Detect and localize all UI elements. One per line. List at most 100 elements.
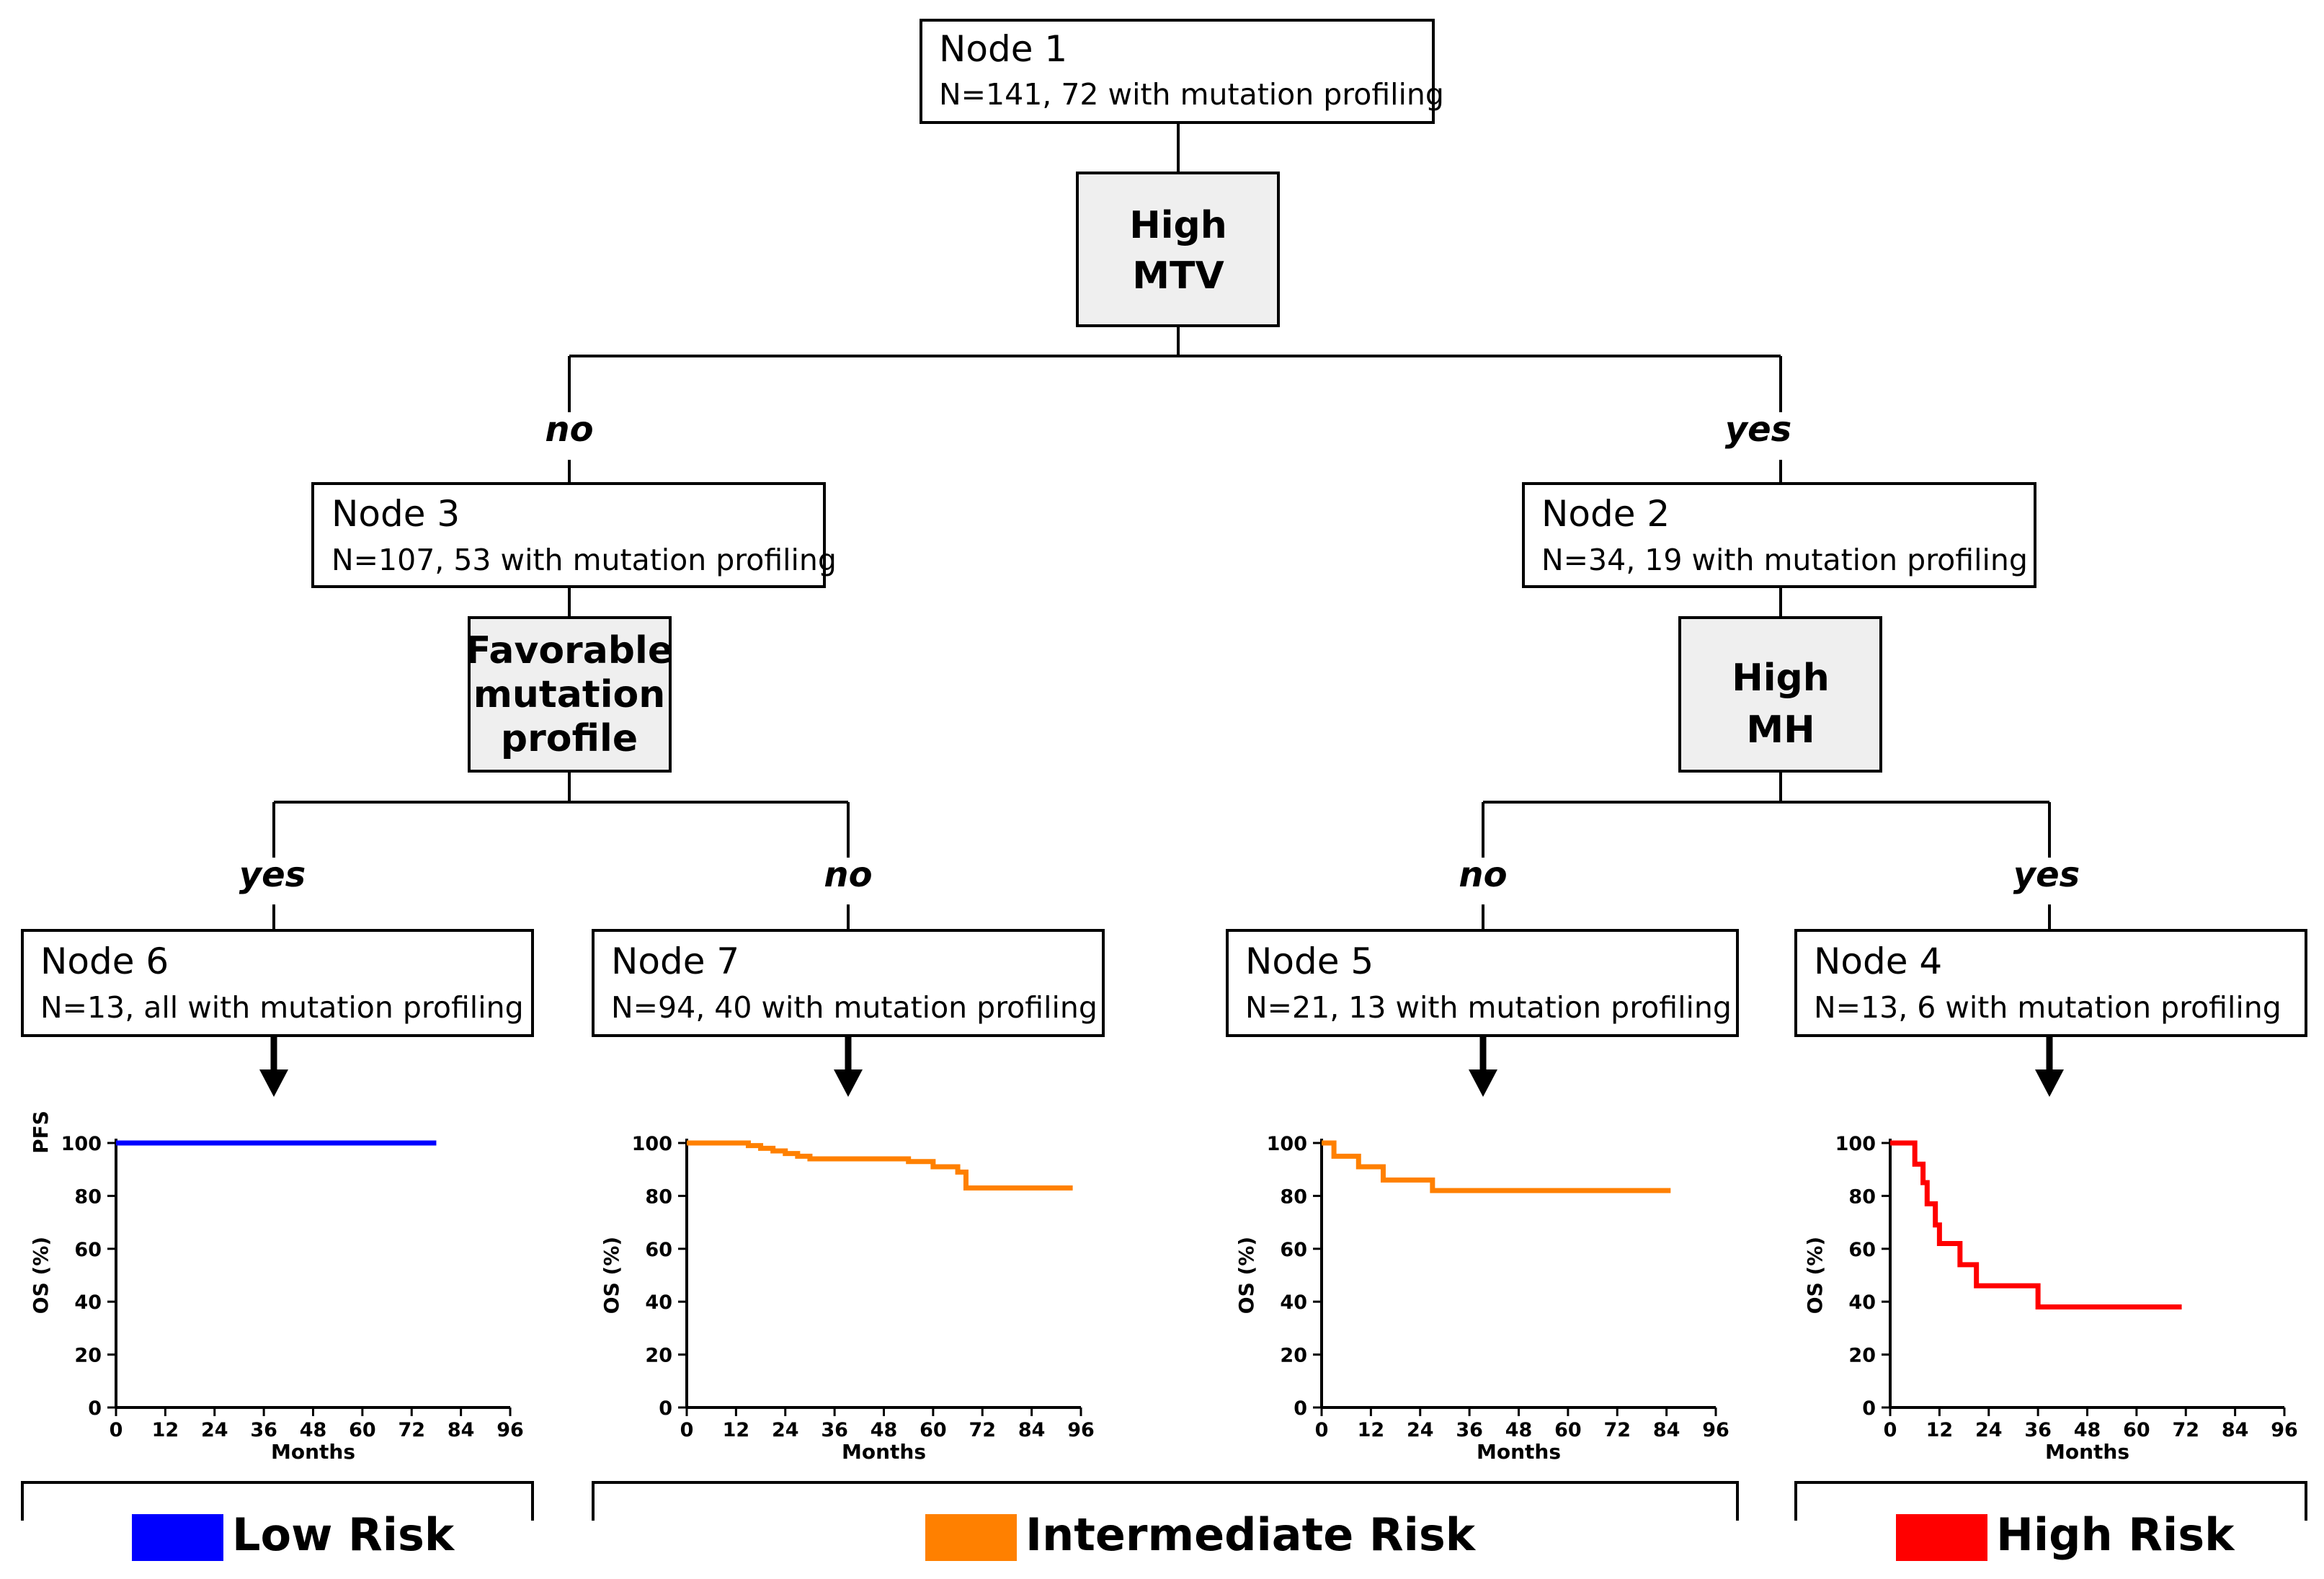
node-6: Node 6 N=13, all with mutation profiling — [21, 929, 534, 1037]
x-tick-label: 48 — [1505, 1419, 1533, 1441]
arrow-down-icon — [834, 1036, 863, 1097]
y-tick-label: 60 — [1280, 1239, 1307, 1261]
x-tick-label: 24 — [1407, 1419, 1434, 1441]
y-tick-label: 60 — [645, 1239, 672, 1261]
y-tick-label: 20 — [1848, 1345, 1876, 1367]
node-3: Node 3 N=107, 53 with mutation profiling — [311, 482, 837, 588]
x-tick-label: 24 — [1975, 1419, 2003, 1441]
x-tick-label: 36 — [2024, 1419, 2052, 1441]
y-axis-label: OS (%) — [600, 1237, 623, 1314]
x-tick-label: 72 — [2172, 1419, 2199, 1441]
legend-label-intermediate: Intermediate Risk — [1025, 1508, 1477, 1561]
y-tick-label: 0 — [88, 1397, 102, 1420]
y-tick-label: 80 — [74, 1186, 102, 1208]
y-tick-label: 60 — [1848, 1239, 1876, 1261]
y-tick-label: 20 — [74, 1345, 102, 1367]
y-axis-label: OS (%) — [1803, 1237, 1827, 1314]
x-tick-label: 24 — [201, 1419, 228, 1441]
node-subtitle: N=94, 40 with mutation profiling — [611, 990, 1098, 1025]
legend-swatch-high — [1896, 1514, 1987, 1561]
branch-label-no: no — [545, 409, 593, 450]
y-tick-label: 80 — [1848, 1186, 1876, 1208]
x-tick-label: 0 — [1315, 1419, 1329, 1441]
y-tick-label: 60 — [74, 1239, 102, 1261]
x-tick-label: 96 — [2271, 1419, 2298, 1441]
branch-label-yes: yes — [1725, 409, 1791, 450]
y-tick-label: 20 — [1280, 1345, 1307, 1367]
tree-connectors — [272, 123, 2051, 930]
decision-label-line: MH — [1746, 708, 1815, 752]
decision-label-line: mutation — [473, 673, 666, 716]
legend-label-low: Low Risk — [232, 1508, 455, 1561]
arrow-down-icon — [2035, 1036, 2064, 1097]
node-4: Node 4 N=13, 6 with mutation profiling — [1794, 929, 2307, 1037]
x-tick-label: 72 — [398, 1419, 425, 1441]
decision-label-line: profile — [501, 717, 638, 760]
x-tick-label: 12 — [723, 1419, 750, 1441]
y-tick-label: 0 — [1294, 1397, 1307, 1420]
y-axis-label: OS (%) — [29, 1237, 53, 1314]
x-tick-label: 84 — [448, 1419, 475, 1441]
node-subtitle: N=21, 13 with mutation profiling — [1245, 990, 1732, 1025]
y-tick-label: 100 — [61, 1133, 102, 1155]
node-subtitle: N=107, 53 with mutation profiling — [331, 543, 837, 577]
legend-label-high: High Risk — [1996, 1508, 2235, 1561]
node-title: Node 5 — [1245, 940, 1374, 982]
node-subtitle: N=141, 72 with mutation profiling — [939, 77, 1444, 112]
x-axis-label: Months — [842, 1440, 926, 1464]
pfs-label: PFS — [29, 1111, 53, 1154]
x-tick-label: 36 — [250, 1419, 277, 1441]
x-tick-label: 24 — [772, 1419, 799, 1441]
x-tick-label: 72 — [969, 1419, 996, 1441]
x-tick-label: 84 — [1653, 1419, 1680, 1441]
branch-label-no: no — [1459, 855, 1507, 895]
y-tick-label: 0 — [1862, 1397, 1876, 1420]
x-tick-label: 0 — [1884, 1419, 1897, 1441]
arrows — [259, 1036, 2064, 1097]
x-tick-label: 36 — [1456, 1419, 1483, 1441]
y-tick-label: 100 — [1835, 1133, 1876, 1155]
node-subtitle: N=34, 19 with mutation profiling — [1541, 543, 2028, 577]
node-7: Node 7 N=94, 40 with mutation profiling — [592, 929, 1105, 1037]
node-title: Node 4 — [1814, 940, 1942, 982]
decision-high-mtv: High MTV — [1076, 172, 1280, 327]
x-axis-label: Months — [271, 1440, 355, 1464]
survival-curve — [687, 1140, 1073, 1191]
decision-label-line: High — [1732, 657, 1830, 700]
x-tick-label: 84 — [2222, 1419, 2249, 1441]
branch-label-no: no — [824, 855, 872, 895]
arrow-down-icon — [1469, 1036, 1497, 1097]
x-tick-label: 96 — [1067, 1419, 1095, 1441]
y-tick-label: 40 — [1280, 1291, 1307, 1314]
node-subtitle: N=13, all with mutation profiling — [40, 990, 524, 1025]
x-tick-label: 60 — [349, 1419, 376, 1441]
x-tick-label: 96 — [1702, 1419, 1729, 1441]
y-tick-label: 20 — [645, 1345, 672, 1367]
y-tick-label: 40 — [1848, 1291, 1876, 1314]
y-tick-label: 100 — [632, 1133, 672, 1155]
x-tick-label: 96 — [497, 1419, 524, 1441]
y-tick-label: 40 — [645, 1291, 672, 1314]
decision-label-line: Favorable — [466, 629, 673, 672]
survival-curve — [1890, 1140, 2182, 1310]
risk-brackets — [21, 1481, 2307, 1521]
x-tick-label: 48 — [2074, 1419, 2101, 1441]
x-tick-label: 72 — [1603, 1419, 1631, 1441]
x-tick-label: 12 — [1358, 1419, 1385, 1441]
node-title: Node 1 — [939, 28, 1067, 70]
node-5: Node 5 N=21, 13 with mutation profiling — [1226, 929, 1739, 1037]
x-tick-label: 60 — [1554, 1419, 1582, 1441]
node-title: Node 7 — [611, 940, 739, 982]
decision-label-line: High — [1129, 204, 1227, 247]
x-axis-label: Months — [1477, 1440, 1561, 1464]
decision-label-line: MTV — [1132, 254, 1224, 298]
y-tick-label: 0 — [659, 1397, 672, 1420]
decision-high-mh: High MH — [1678, 616, 1882, 773]
x-tick-label: 60 — [920, 1419, 947, 1441]
node-title: Node 6 — [40, 940, 169, 982]
y-axis-label: OS (%) — [1234, 1237, 1258, 1314]
